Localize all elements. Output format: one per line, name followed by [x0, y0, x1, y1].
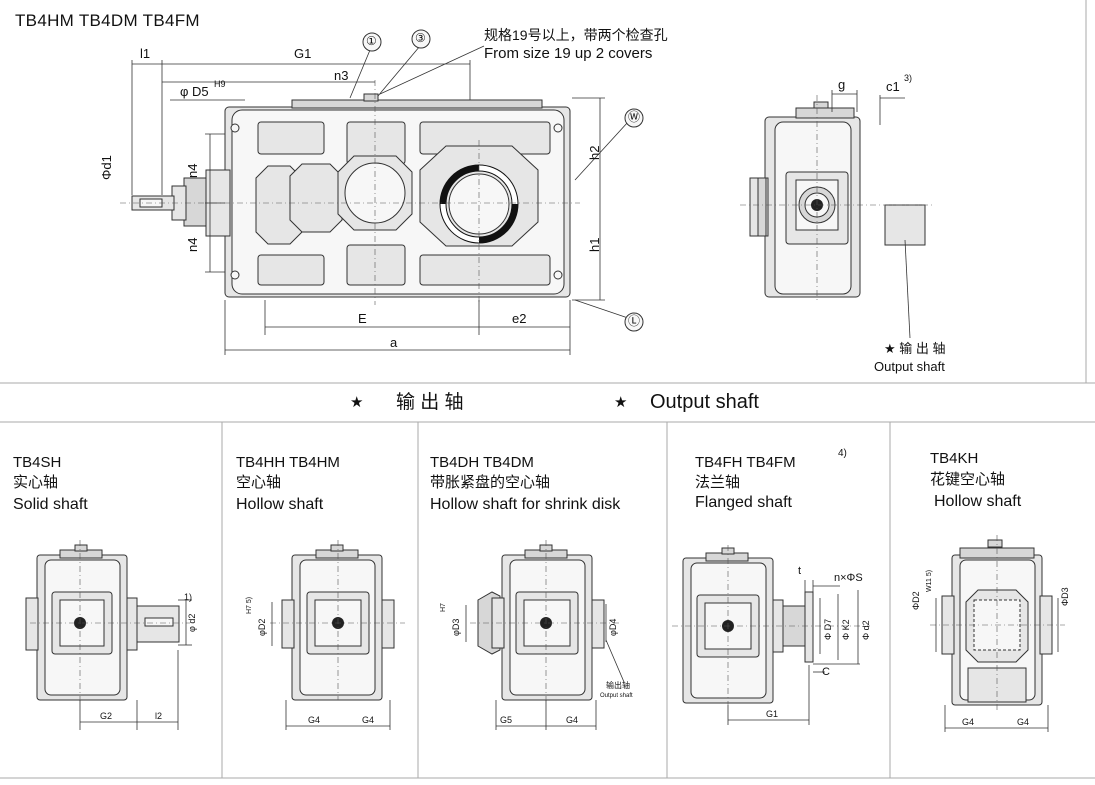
dim-e2: e2 [512, 311, 527, 326]
v5-dim-fit: W11 5) [926, 569, 933, 592]
variant-shrink-disk-drawing [465, 540, 625, 730]
v1-dim-d2: φ d2 [187, 613, 197, 632]
v5-dim-D3: ΦD3 [1060, 587, 1070, 606]
gearbox-main-view [120, 29, 644, 355]
note-en: From size 19 up 2 covers [484, 45, 653, 62]
callout-l: Ⓛ [628, 314, 641, 328]
banner-star-1: ★ [350, 394, 364, 411]
dim-c1: c1 [886, 79, 900, 94]
dim-h1: h1 [587, 237, 602, 252]
variant-flanged-shaft-drawing [672, 545, 870, 725]
variant-5-en: Hollow shaft [934, 493, 1022, 510]
callout-3: ③ [415, 31, 426, 45]
v4-dim-d2: Φ d2 [861, 620, 871, 640]
banner-star-2: ★ [614, 394, 628, 411]
variant-splined-shaft-drawing [930, 535, 1065, 732]
v1-dim-G2: G2 [100, 711, 113, 721]
dim-E: E [358, 311, 367, 326]
dim-a: a [390, 335, 398, 350]
output-shaft-en: Output shaft [874, 359, 945, 374]
v3-dim-D4: φD4 [608, 618, 618, 636]
variant-4-en: Flanged shaft [695, 494, 792, 511]
v3-dim-G5: G5 [500, 715, 513, 725]
variant-2-model: TB4HH TB4HM [236, 454, 340, 471]
v3-dim-fit: H7 [440, 603, 447, 612]
models-title: TB4HM TB4DM TB4FM [15, 11, 200, 30]
dim-d1: Φd1 [99, 155, 114, 180]
variant-2-cn: 空心轴 [236, 474, 282, 491]
dim-l1: l1 [140, 46, 151, 61]
v2-dim-G4a: G4 [308, 715, 321, 725]
dim-n3: n3 [334, 68, 349, 83]
callout-1: ① [366, 34, 377, 48]
v3-dim-D3: φD3 [451, 618, 461, 636]
variant-3-model: TB4DH TB4DM [430, 454, 534, 471]
variant-2-en: Hollow shaft [236, 496, 324, 513]
variant-3-en: Hollow shaft for shrink disk [430, 496, 621, 513]
variant-3-cn: 带胀紧盘的空心轴 [430, 474, 551, 491]
v5-dim-D2: ΦD2 [911, 591, 921, 610]
variant-4-cn: 法兰轴 [695, 474, 741, 491]
dim-c1-sup: 3) [904, 73, 913, 83]
v2-dim-fit: H7 5) [246, 596, 253, 614]
dim-n4-top: n4 [185, 163, 200, 178]
v2-dim-D2: φD2 [257, 618, 267, 636]
variant-5-model: TB4KH [930, 450, 979, 467]
v3-dim-G4: G4 [566, 715, 579, 725]
v3-output-cn: 输出轴 [606, 681, 630, 690]
variant-1-en: Solid shaft [13, 496, 88, 513]
dim-G1: G1 [294, 46, 312, 61]
v4-dim-G1: G1 [766, 709, 779, 719]
variant-1-model: TB4SH [13, 454, 62, 471]
v5-dim-G4a: G4 [962, 717, 975, 727]
variant-5-cn: 花键空心轴 [930, 471, 1006, 488]
banner-cn: 输 出 轴 [396, 392, 464, 413]
note-cn: 规格19号以上，带两个检查孔 [484, 27, 668, 43]
v4-dim-nS: n×ΦS [834, 572, 863, 584]
variant-hollow-shaft-drawing [270, 540, 405, 730]
v1-dim-l2: l2 [155, 711, 163, 721]
v4-dim-t: t [798, 565, 802, 577]
gearbox-end-view [740, 90, 935, 339]
v4-dim-C: C [822, 666, 830, 678]
dim-n4-bottom: n4 [185, 237, 200, 252]
output-shaft-cn: ★ 输 出 轴 [884, 341, 946, 356]
callout-w: Ⓦ [628, 110, 641, 124]
v4-dim-D7: Φ D7 [823, 618, 833, 640]
dim-h2: h2 [587, 145, 602, 160]
v5-dim-G4b: G4 [1017, 717, 1030, 727]
variant-1-cn: 实心轴 [13, 474, 59, 491]
dim-D5: φ D5 [180, 84, 209, 99]
banner-en: Output shaft [650, 391, 759, 413]
variant-solid-shaft-drawing [25, 540, 192, 730]
dim-g: g [838, 77, 846, 92]
v2-dim-G4b: G4 [362, 715, 375, 725]
dim-D5-sup: H9 [214, 79, 226, 89]
v1-dim-note: 1) [184, 592, 193, 602]
v4-dim-K2: Φ K2 [841, 619, 851, 640]
variant-4-model: TB4FH TB4FM [695, 454, 796, 471]
v3-output-en: Output shaft [600, 693, 633, 699]
variant-4-sup: 4) [838, 448, 847, 459]
